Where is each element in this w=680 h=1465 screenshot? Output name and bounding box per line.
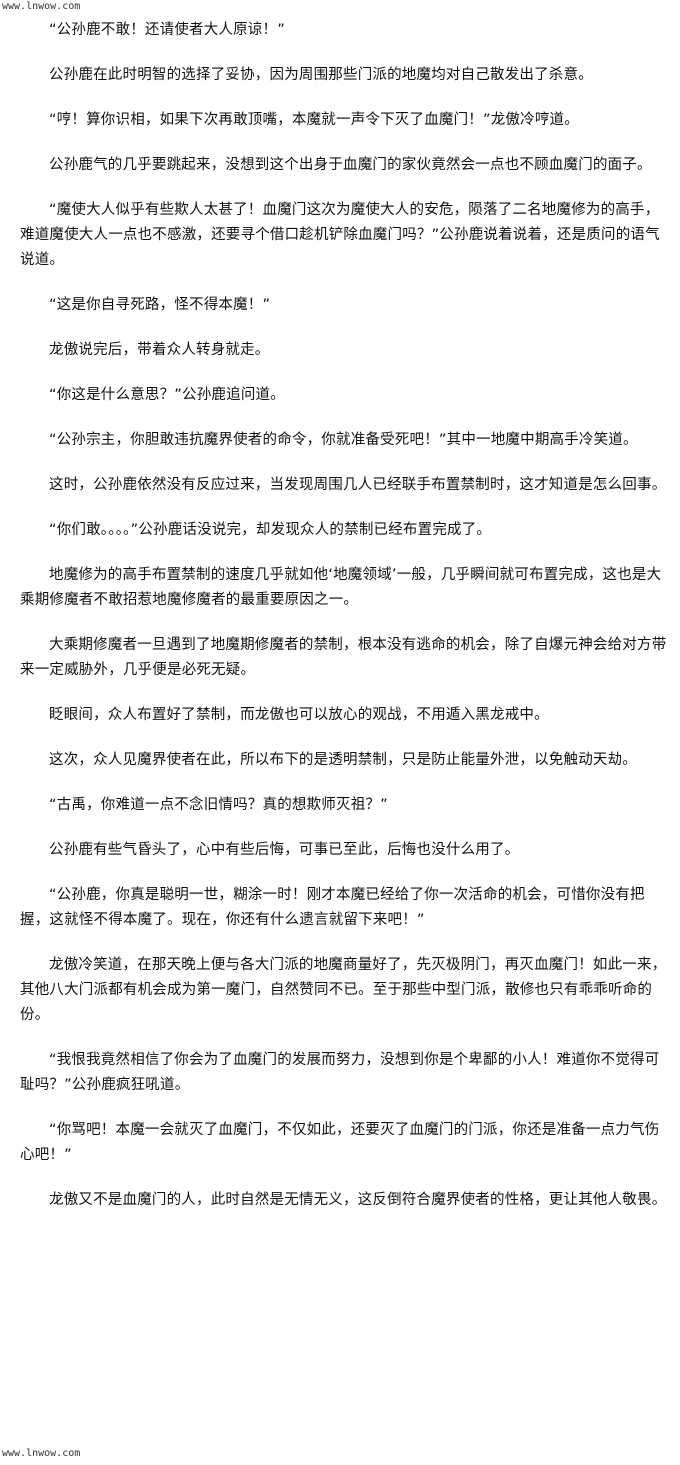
paragraph: 这次，众人见魔界使者在此，所以布下的是透明禁制，只是防止能量外泄，以免触动天劫。 xyxy=(49,752,637,768)
watermark-top: www.lnwow.com xyxy=(2,1,81,12)
article-body: “公孙鹿不敢！还请使者大人原谅！” 公孙鹿在此时明智的选择了妥协，因为周围那些门… xyxy=(20,18,668,1233)
paragraph: “你们敢。。。。”公孙鹿话没说完，却发现众人的禁制已经布置完成了。 xyxy=(49,522,492,538)
paragraph: “你骂吧！本魔一会就灭了血魔门，不仅如此，还要灭了血魔门的门派，你还是准备一点力… xyxy=(20,1122,660,1163)
paragraph: 这时，公孙鹿依然没有反应过来，当发现周围几人已经联手布置禁制时，这才知道是怎么回… xyxy=(49,477,667,493)
paragraph: “这是你自寻死路，怪不得本魔！” xyxy=(49,297,271,313)
paragraph: “哼！算你识相，如果下次再敢顶嘴，本魔就一声令下灭了血魔门！”龙傲冷哼道。 xyxy=(49,112,579,128)
paragraph: 大乘期修魔者一旦遇到了地魔期修魔者的禁制，根本没有逃命的机会，除了自爆元神会给对… xyxy=(20,637,667,678)
paragraph: “公孙鹿不敢！还请使者大人原谅！” xyxy=(49,22,285,38)
paragraph: 公孙鹿气的几乎要跳起来，没想到这个出身于血魔门的家伙竟然会一点也不顾血魔门的面子… xyxy=(49,157,652,173)
paragraph: 龙傲说完后，带着众人转身就走。 xyxy=(49,342,270,358)
paragraph: “公孙宗主，你胆敢违抗魔界使者的命令，你就准备受死吧！”其中一地魔中期高手冷笑道… xyxy=(49,432,638,448)
paragraph: “魔使大人似乎有些欺人太甚了！血魔门这次为魔使大人的安危，陨落了二名地魔修为的高… xyxy=(20,202,660,268)
paragraph: “古禹，你难道一点不念旧情吗？真的想欺师灭祖？” xyxy=(49,797,388,813)
paragraph: 龙傲冷笑道，在那天晚上便与各大门派的地魔商量好了，先灭极阴门，再灭血魔门！如此一… xyxy=(20,957,667,1023)
paragraph: “我恨我竟然相信了你会为了血魔门的发展而努力，没想到你是个卑鄙的小人！难道你不觉… xyxy=(20,1052,660,1093)
paragraph: “公孙鹿，你真是聪明一世，糊涂一时！刚才本魔已经给了你一次活命的机会，可惜你没有… xyxy=(20,887,645,928)
paragraph: 公孙鹿在此时明智的选择了妥协，因为周围那些门派的地魔均对自己散发出了杀意。 xyxy=(49,67,593,83)
paragraph: 眨眼间，众人布置好了禁制，而龙傲也可以放心的观战，不用遁入黑龙戒中。 xyxy=(49,707,549,723)
paragraph: 龙傲又不是血魔门的人，此时自然是无情无义，这反倒符合魔界使者的性格，更让其他人敬… xyxy=(49,1192,667,1208)
paragraph: 公孙鹿有些气昏头了，心中有些后悔，可事已至此，后悔也没什么用了。 xyxy=(49,842,520,858)
paragraph: 地魔修为的高手布置禁制的速度几乎就如他‘地魔领域’一般，几乎瞬间就可布置完成，这… xyxy=(20,567,662,608)
watermark-bottom: www.lnwow.com xyxy=(2,1448,81,1459)
paragraph: “你这是什么意思？”公孙鹿追问道。 xyxy=(49,387,285,403)
